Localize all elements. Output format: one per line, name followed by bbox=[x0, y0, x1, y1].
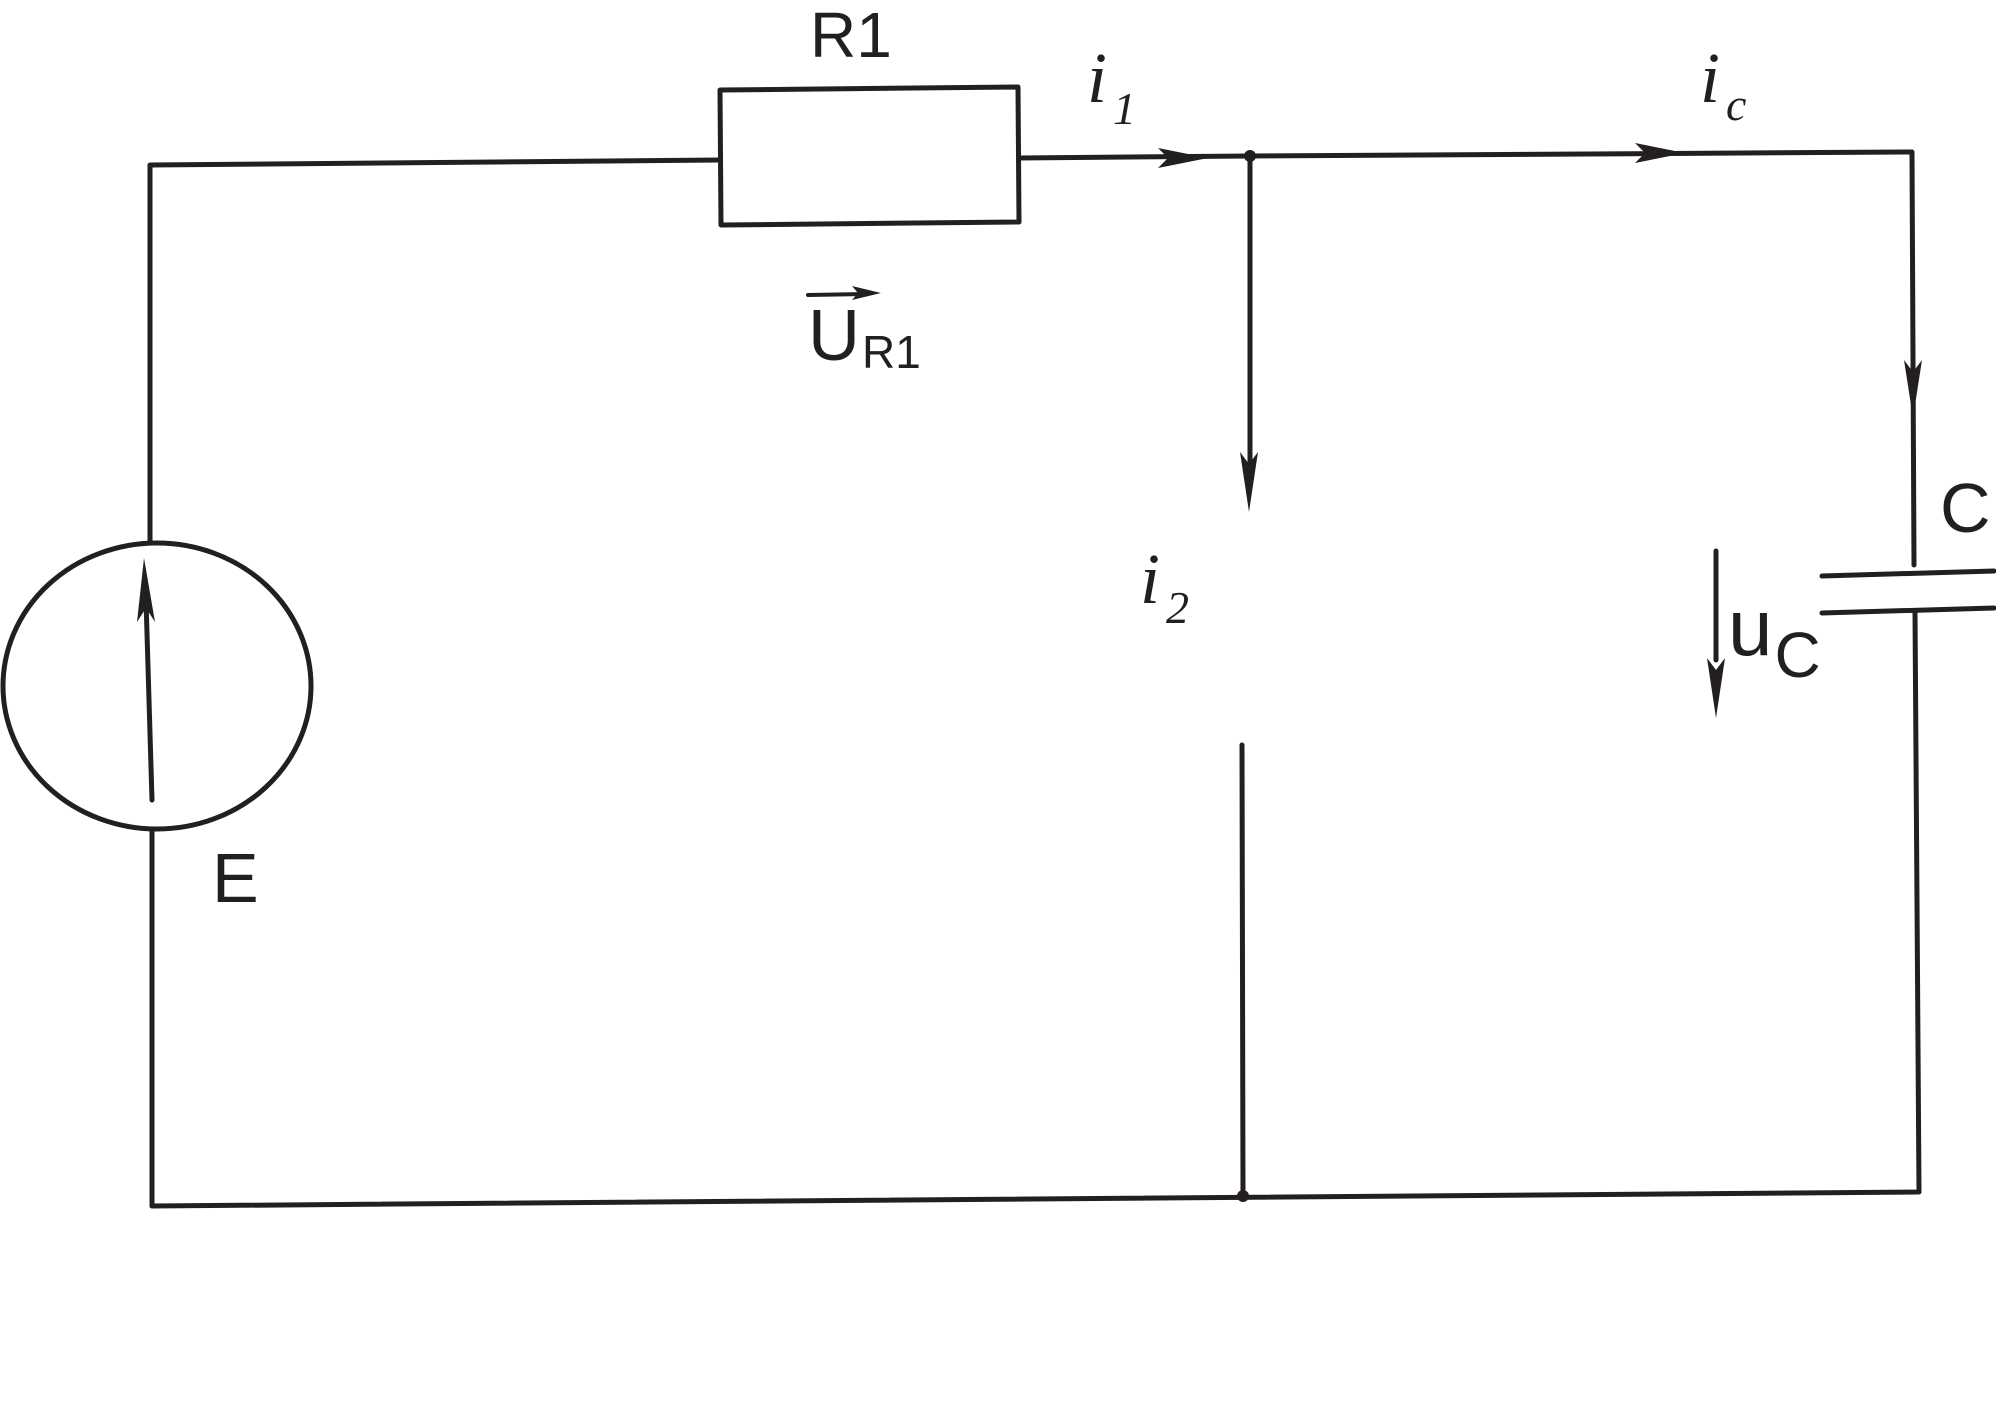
source-arrow-shaft bbox=[143, 597, 155, 803]
wire-middle-bottom bbox=[1239, 742, 1246, 1199]
voltage-source-e bbox=[0, 540, 314, 832]
node-bottom bbox=[1237, 1190, 1249, 1202]
capacitor-label: C bbox=[1940, 469, 1991, 547]
wire-top-right bbox=[1247, 149, 1917, 568]
capacitor-plate-bottom bbox=[1819, 605, 1996, 616]
source-arrow-head bbox=[137, 558, 155, 622]
resistor-label: R1 bbox=[810, 0, 892, 71]
source-label: E bbox=[212, 839, 259, 917]
arrow-i1 bbox=[1158, 148, 1208, 168]
voltage-r1-arrow-shaft bbox=[806, 292, 867, 297]
arrow-i2 bbox=[1240, 452, 1258, 512]
wire-top-r1-to-node bbox=[1016, 153, 1253, 161]
current-i1-symbol: i bbox=[1087, 38, 1107, 118]
voltage-r1-arrow-head bbox=[852, 286, 881, 300]
capacitor-plate-top bbox=[1819, 568, 1996, 579]
arrow-ic bbox=[1635, 143, 1685, 163]
voltage-c-arrow-head bbox=[1707, 658, 1725, 718]
current-ic-symbol: i bbox=[1700, 38, 1720, 118]
current-i2-symbol: i bbox=[1140, 539, 1160, 619]
voltage-c-label: uC bbox=[1728, 583, 1821, 691]
voltage-c-symbol: u bbox=[1728, 583, 1773, 672]
wire-left-top bbox=[147, 157, 723, 545]
voltage-c-subscript: C bbox=[1775, 619, 1821, 691]
voltage-r1-symbol: U bbox=[808, 296, 860, 376]
voltage-r1-label: UR1 bbox=[808, 296, 921, 378]
node-top bbox=[1244, 150, 1256, 162]
current-i2-subscript: 2 bbox=[1166, 582, 1189, 633]
wire-right-bottom bbox=[149, 609, 1922, 1209]
voltage-r1-subscript: R1 bbox=[862, 326, 921, 378]
resistor-r1 bbox=[717, 84, 1022, 228]
current-ic-subscript: c bbox=[1726, 79, 1746, 130]
current-i1-subscript: 1 bbox=[1113, 83, 1136, 134]
arrow-ic-down bbox=[1904, 360, 1922, 418]
